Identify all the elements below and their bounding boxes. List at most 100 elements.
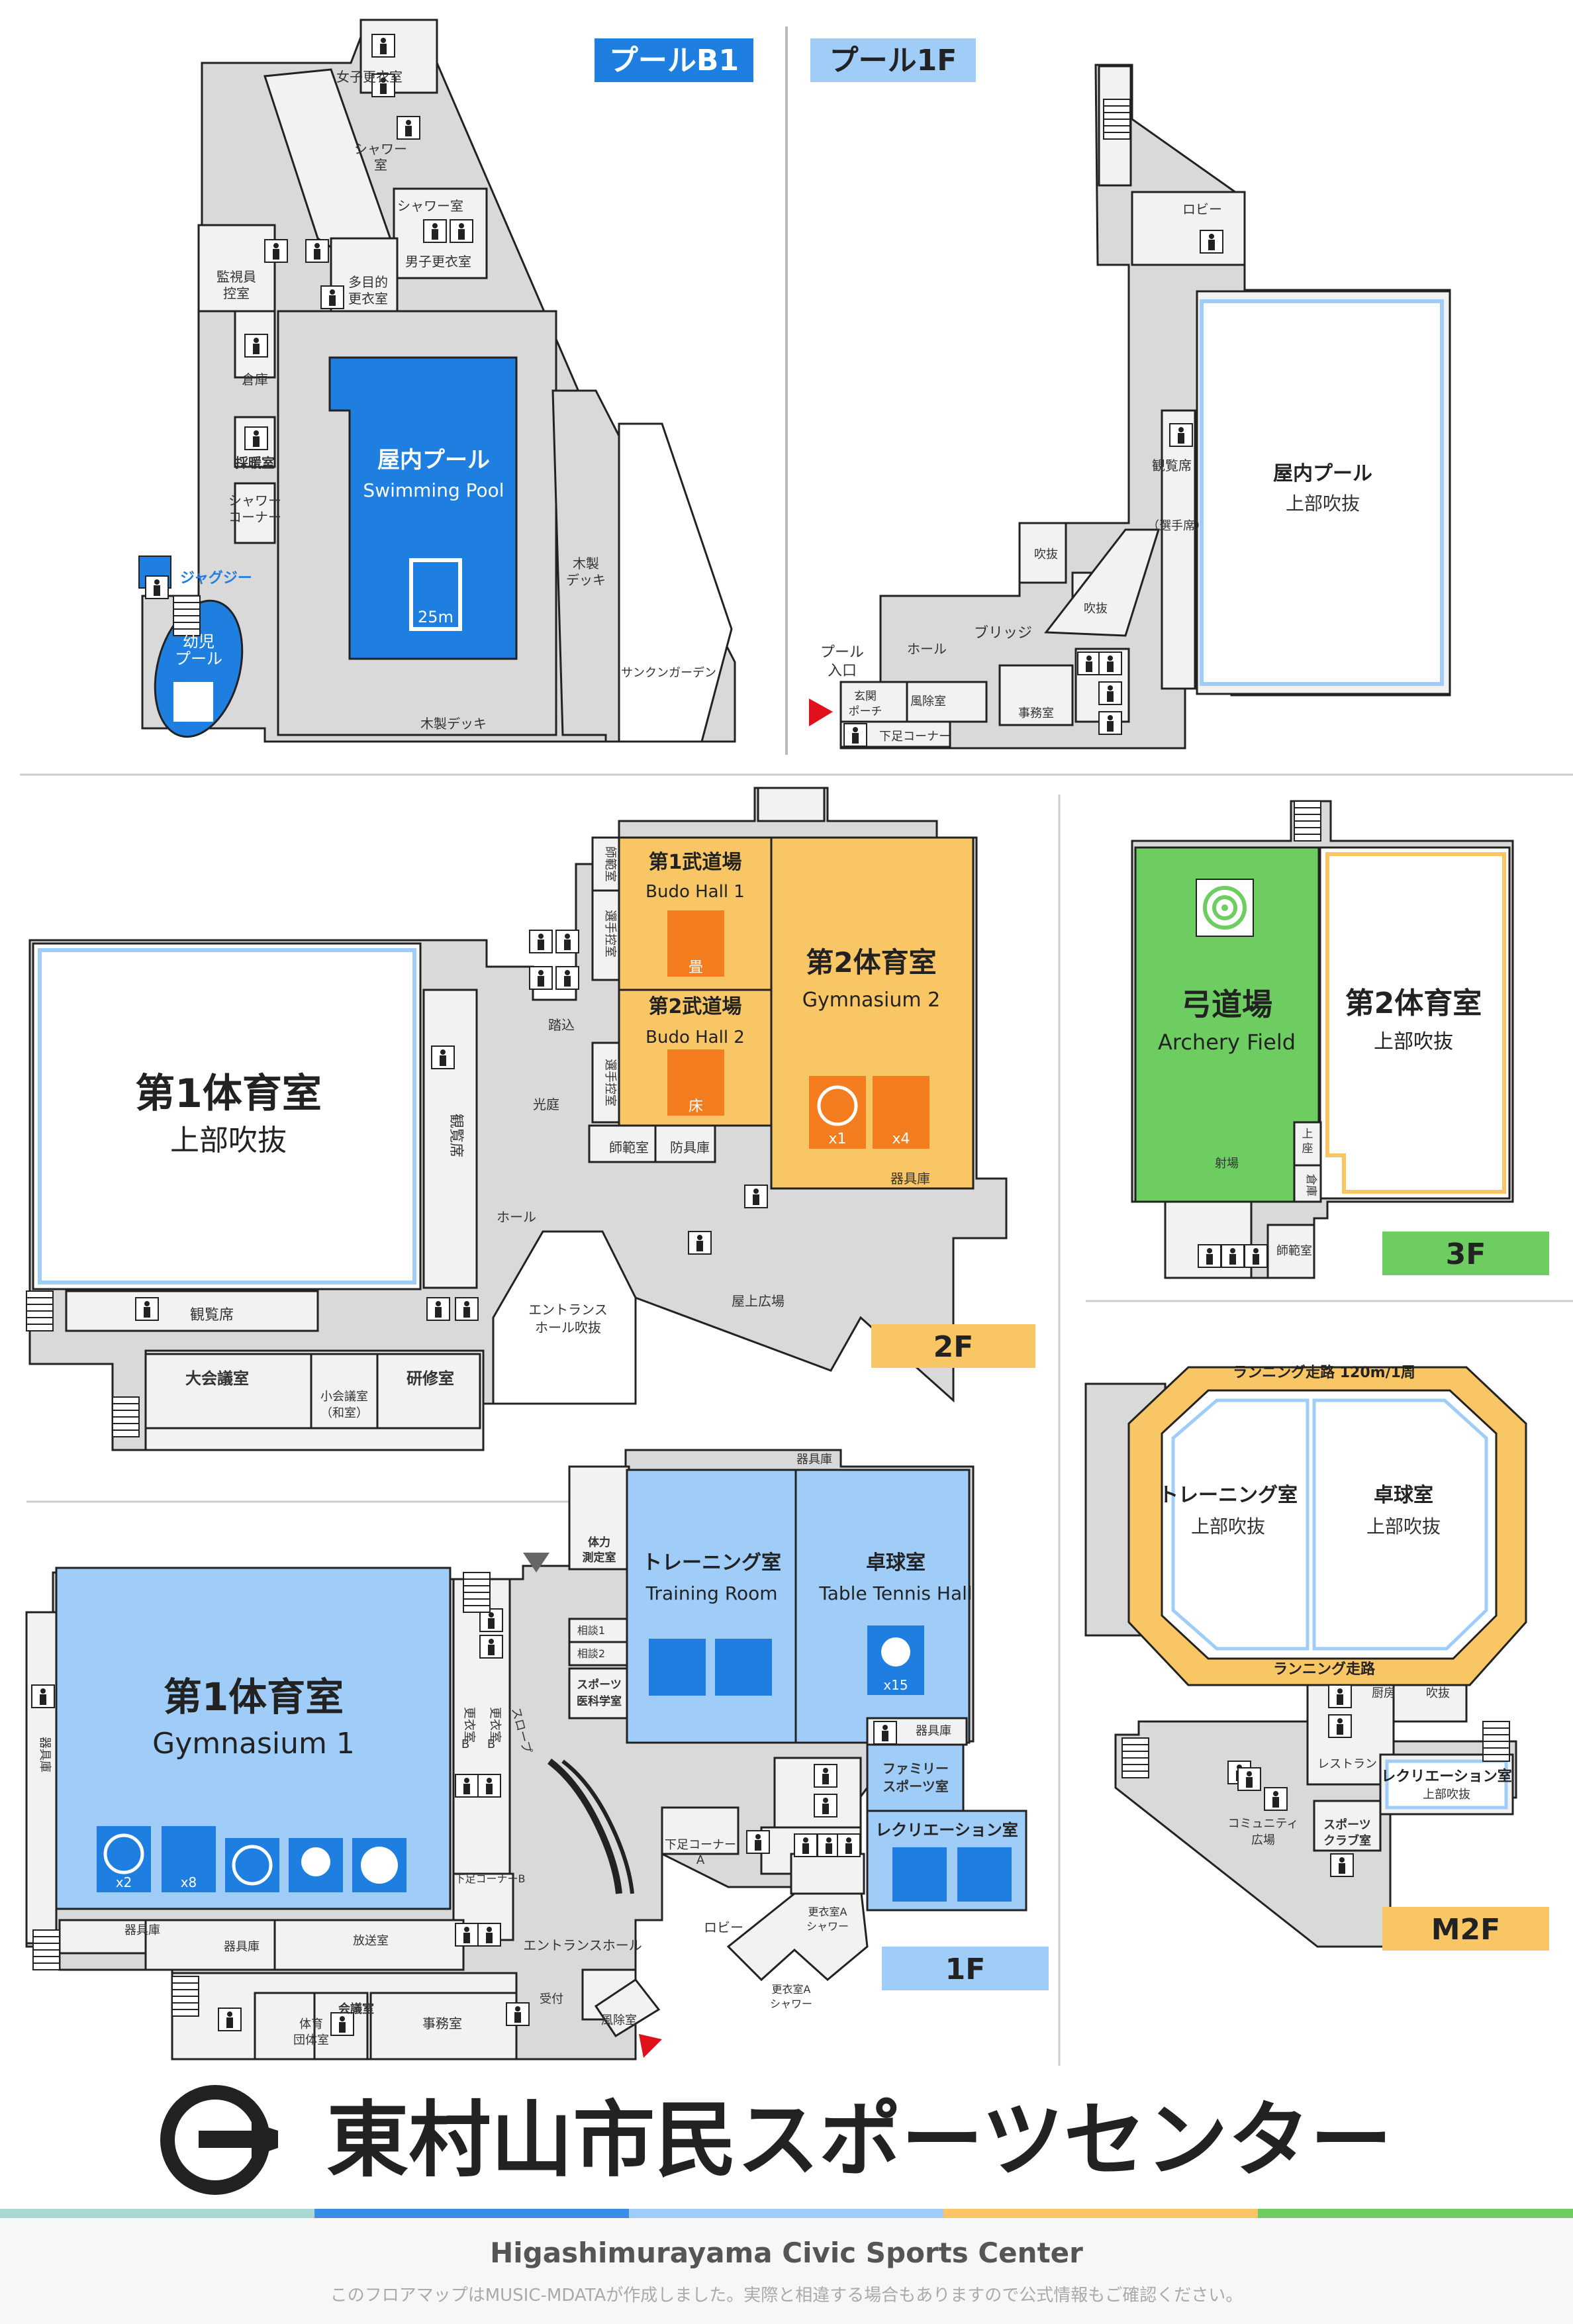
f1-training-title: トレーニング室 [642,1551,781,1574]
label: 風除室 [910,695,946,708]
f2-gym1-title: 第1体育室 [135,1071,322,1117]
pool-b1-swimming-pool [328,356,518,660]
pool-1f-pool-void [1200,299,1444,686]
label: 更衣室 [488,1707,502,1743]
label: シャワー室 [397,198,463,214]
tag-2f [871,1324,1035,1368]
budo1-icon [667,910,724,977]
f1-labels: 第1体育室 Gymnasium 1 x2 x8 器具庫 器具庫 器具庫 器具庫 … [38,1453,1018,2047]
label: 大会議室 [185,1369,249,1388]
entrance-marker [639,2034,662,2058]
label: 屋上広場 [732,1293,785,1309]
label: ブリッジ [974,625,1032,642]
budo2-floor: 床 [689,1098,703,1115]
label: 更衣室A [772,1983,811,1996]
label: 選手控室 [603,1059,617,1106]
dance-icon [892,1847,947,1902]
label: シャワー [354,141,407,157]
label: クラブ室 [1323,1833,1371,1848]
label: 小会議室 [320,1390,368,1404]
m2f-rec-title: レクリエーション室 [1381,1768,1512,1785]
label: エントランス [528,1302,608,1318]
f1-gym1-title: 第1体育室 [164,1674,344,1719]
label: プール [175,650,222,668]
badminton-icon [873,1076,930,1149]
label: 相談1 [577,1624,605,1637]
label: 下足コーナー [879,730,951,744]
tag-2f-label: 2F [933,1330,974,1364]
footer-stripe [1258,2209,1573,2218]
label: 下足コーナー [665,1838,736,1852]
label: 事務室 [422,2015,462,2031]
m2f-training-title: トレーニング室 [1159,1484,1298,1507]
label: ロビー [704,1919,743,1935]
label: 更衣室A [808,1906,847,1918]
pool-1f-title: 屋内プール [1273,462,1372,485]
pool-icon [173,682,213,722]
label: スポーツ [1323,1817,1371,1832]
label: レストラン [1317,1757,1377,1771]
pool-b1-subtitle: Swimming Pool [363,479,504,501]
label: ホール [907,641,947,657]
label: （和室） [320,1406,368,1420]
budo2-title: 第2武道場 [649,995,742,1018]
label: 吹抜 [1084,602,1108,616]
label: 器具庫 [916,1724,951,1738]
pool-b1-labels: 女子更衣室 シャワー 室 シャワー室 男子更衣室 多目的 更衣室 監視員 控室 … [175,69,716,732]
label: 玄関 [854,690,877,703]
label: 会議室 [338,2002,374,2016]
budo2-icon [667,1049,724,1116]
label: 多目的 [348,274,388,290]
budo1-floor: 畳 [689,959,703,976]
label: 倉庫 [242,371,268,387]
label: 上 [1302,1128,1313,1141]
tag-m2f [1382,1907,1549,1951]
label: 器具庫 [124,1923,160,1937]
label: 師範室 [603,846,617,882]
badminton-icon [162,1826,216,1892]
tag-m2f-label: M2F [1431,1913,1500,1947]
logo [160,2085,278,2195]
label: コーナー [228,509,281,525]
label: 受付 [540,1992,563,2006]
label: コミュニティ [1228,1817,1299,1831]
f1-family-sports-room [866,1743,965,1812]
label: ホール [497,1209,536,1225]
badminton-count: x8 [181,1874,197,1890]
label: 吹抜 [1426,1686,1450,1700]
label: 室 [374,157,387,173]
tag-pool-1f-label: プール1F [830,44,957,77]
label: 倉庫 [1304,1174,1317,1196]
tag-3f [1382,1232,1549,1275]
label: 座 [1302,1142,1313,1155]
pool-length: 25m [418,608,453,626]
basketball-count: x1 [828,1131,846,1147]
f2-gym1-subtitle: 上部吹抜 [170,1124,287,1157]
budo1-title: 第1武道場 [649,851,742,874]
label: 男子更衣室 [405,254,471,269]
f2-gymnasium-2 [770,836,975,1190]
label: 師範室 [609,1139,649,1155]
m2f-training-subtitle: 上部吹抜 [1191,1516,1265,1537]
label: 事務室 [1018,706,1054,720]
site-title: 東村山市民スポーツセンター [326,2093,1392,2188]
label: 幼児 [183,632,215,651]
f1-tt-title: 卓球室 [866,1551,926,1574]
tag-pool-b1 [595,38,753,82]
basketball-count: x2 [116,1874,132,1890]
label: シャワー [806,1920,849,1933]
f1-training-room [626,1469,797,1744]
label: B [487,1737,495,1751]
m2f-tt-title: 卓球室 [1374,1484,1433,1507]
label: サンクンガーデン [621,666,716,680]
label: シャワー [770,1998,812,2010]
label: 広場 [1251,1833,1275,1847]
label: 射場 [1215,1157,1239,1171]
label: 師範室 [1276,1244,1312,1258]
label: 防具庫 [670,1139,710,1155]
label: スポーツ室 [882,1778,949,1794]
label: 更衣室 [348,291,388,307]
tag-pool-b1-label: プールB1 [609,44,739,77]
pool-b1-title: 屋内プール [377,447,490,473]
footer [0,2209,1573,2324]
